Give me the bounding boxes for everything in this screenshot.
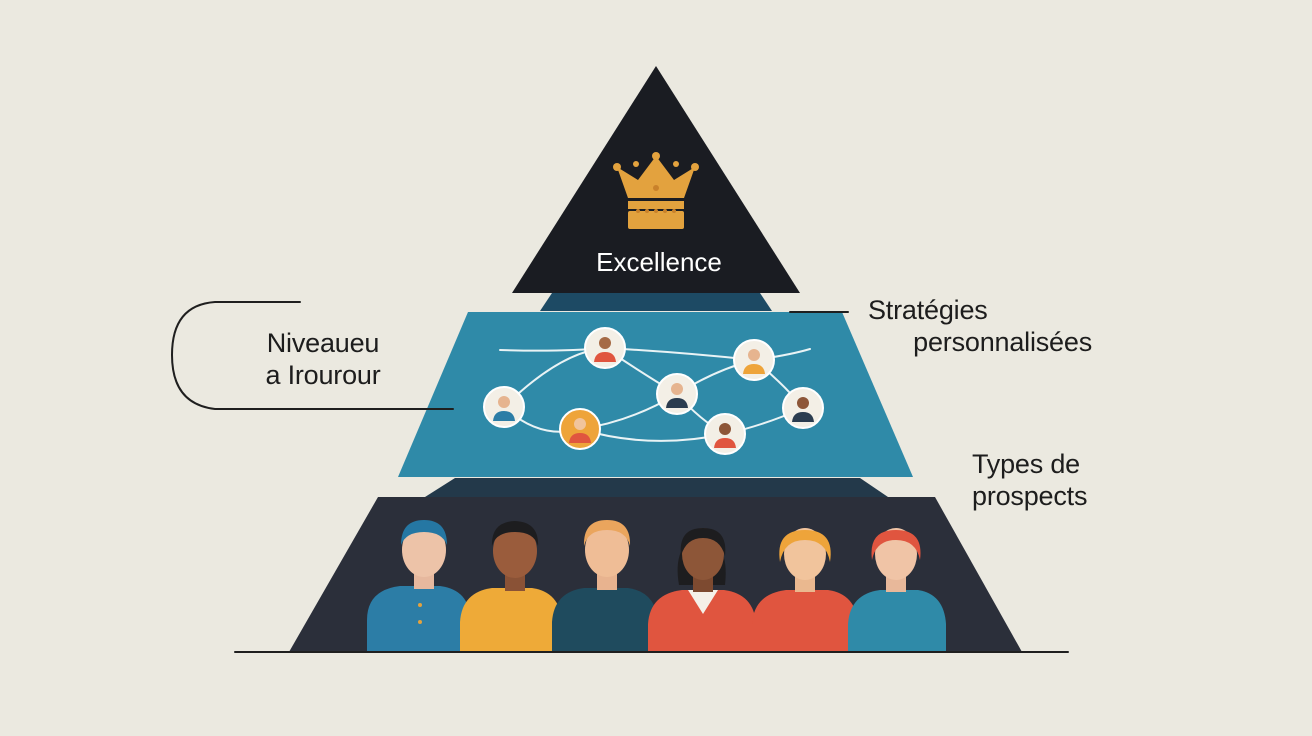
right-upper-callout-label: Stratégies personnalisées — [860, 294, 1092, 358]
right-lower-callout-label: Types de prospects — [972, 448, 1087, 512]
middle-tier-shadow — [540, 293, 772, 311]
people-group-icon — [367, 520, 946, 652]
top-tier: Excellence — [512, 66, 800, 293]
person-1 — [367, 520, 470, 652]
node-2 — [733, 339, 775, 381]
right-upper-callout-line1: Stratégies — [868, 295, 988, 325]
left-bracket-line — [170, 301, 454, 410]
person-6 — [848, 528, 946, 652]
right-lower-callout-line2: prospects — [972, 481, 1088, 511]
bottom-tier — [289, 478, 1022, 652]
node-4 — [483, 386, 525, 428]
crown-icon — [613, 152, 699, 229]
node-5 — [559, 408, 601, 450]
network-icon — [483, 327, 824, 455]
node-3 — [656, 373, 698, 415]
left-callout-line1: Niveaueu — [266, 328, 380, 358]
right-lower-callout-line1: Types de — [972, 449, 1080, 479]
person-3 — [552, 520, 658, 652]
node-6 — [704, 413, 746, 455]
person-4 — [648, 528, 756, 652]
callout-lines — [170, 301, 1069, 653]
left-callout-label: Niveaueu a Irourour — [258, 327, 388, 391]
node-1 — [584, 327, 626, 369]
bottom-tier-shadow — [425, 478, 888, 497]
top-tier-label: Excellence — [596, 247, 722, 277]
left-callout-line2: a Irourour — [265, 360, 381, 390]
node-7 — [782, 387, 824, 429]
middle-tier-shape — [398, 312, 913, 477]
middle-tier — [398, 293, 913, 477]
person-2 — [460, 521, 562, 652]
person-5 — [752, 528, 858, 652]
right-upper-callout-line2: personnalisées — [913, 327, 1092, 357]
